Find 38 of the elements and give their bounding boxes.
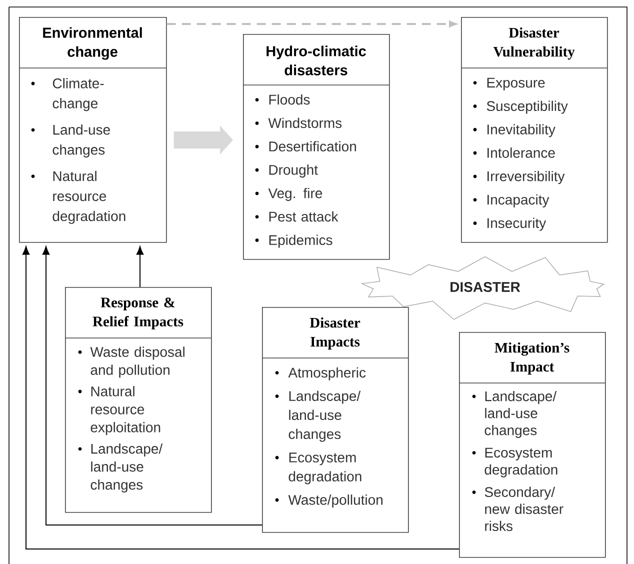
bullet-item: Landscape/ land-use changes (78, 443, 163, 492)
bullet-item: Pest attack (255, 211, 338, 222)
bullet-item: Ecosystem degradation (472, 448, 558, 478)
bullet-item: Exposure (473, 78, 545, 90)
bullet-item: Secondary/ new disaster risks (472, 486, 564, 532)
box-heading: Mitigation’s Impact (494, 342, 570, 375)
bullet-item: Ecosystem degradation (275, 452, 362, 484)
bullet-item: Landscape/ land-use changes (275, 390, 361, 442)
bullet-item: Waste disposal and pollution (78, 346, 184, 378)
arrow (22, 246, 460, 550)
arrow (136, 246, 144, 288)
bullet-item: Natural resource exploitation (78, 386, 160, 436)
bullet-item: Incapacity (473, 194, 550, 208)
box-heading: Disaster Impacts (310, 317, 360, 350)
bullet-item: Drought (255, 164, 318, 178)
bullet-item: Atmospheric (275, 367, 366, 380)
bullet-item: Inevitability (473, 124, 556, 138)
bullet-item: Veg. fire (255, 188, 322, 201)
bullet-item: Climate-change (31, 78, 104, 112)
box-heading: Response & Relief Impacts (92, 298, 184, 330)
bullet-item: Desertification (255, 141, 356, 152)
bullet-item: Susceptibility (473, 100, 568, 114)
bullet-item: Land-use changes (31, 124, 110, 158)
bullet-item: Irreversibility (473, 170, 565, 184)
arrow (42, 246, 262, 526)
bullet-item: Windstorms (255, 118, 342, 128)
box-heading: Hydro-climatic disasters (266, 46, 366, 76)
bullet-item: Insecurity (473, 218, 546, 231)
bullet-item: Landscape/ land-use changes (472, 390, 557, 438)
bullet-item: Natural resource degradation (31, 170, 126, 224)
bullet-item: Waste/pollution (275, 494, 382, 508)
starburst: DISASTER (360, 256, 605, 320)
bullet-item: Intolerance (473, 148, 555, 158)
bullet-item: Epidemics (255, 234, 332, 248)
box-heading: Environmental change (43, 27, 142, 60)
bullet-item: Floods (255, 94, 310, 105)
box-heading: Disaster Vulnerability (493, 27, 575, 60)
arrow (166, 20, 456, 28)
